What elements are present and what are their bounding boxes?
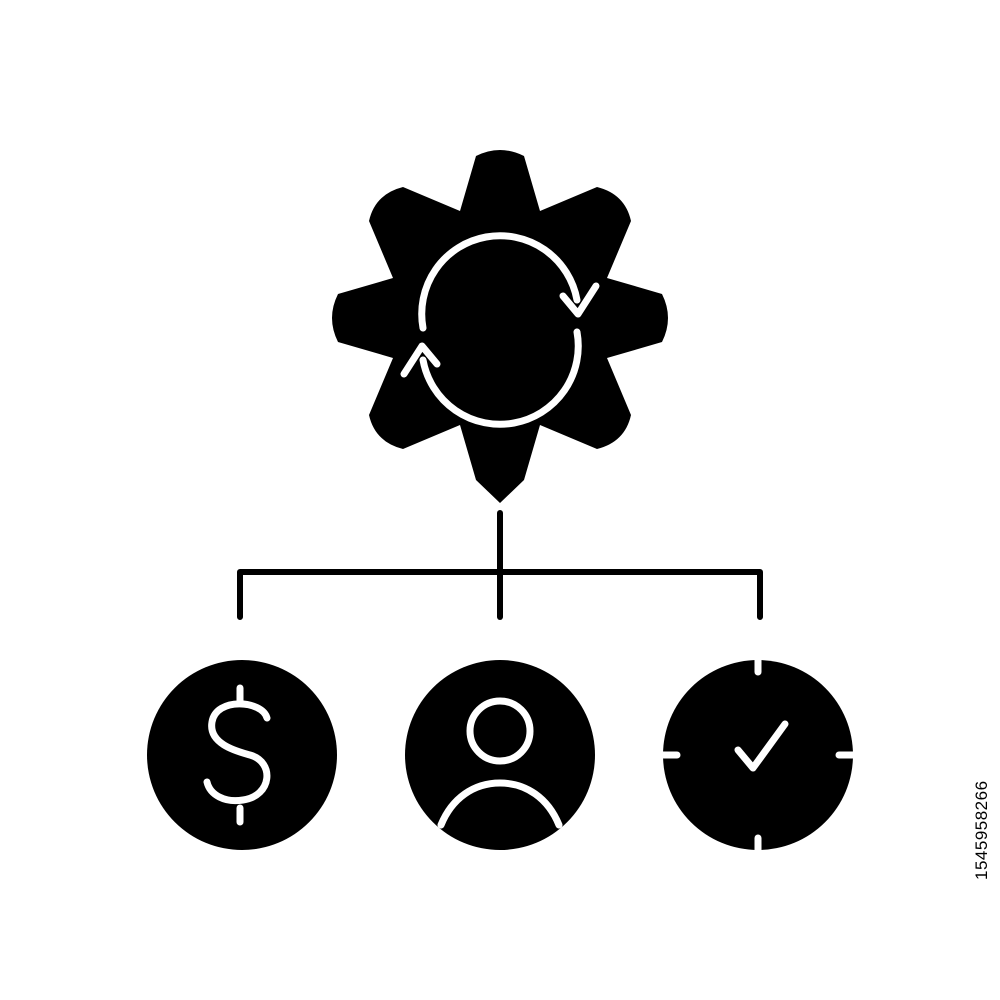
gear-with-refresh-arrows-icon	[332, 150, 668, 503]
clock-check-icon	[659, 656, 857, 854]
gear-icon	[332, 150, 668, 503]
refresh-arrows-icon	[400, 232, 600, 428]
stock-id-text: 1545958266	[972, 780, 991, 880]
dollar-sign-icon	[147, 660, 337, 850]
user-icon	[405, 660, 595, 850]
hierarchy-connector	[237, 510, 763, 620]
